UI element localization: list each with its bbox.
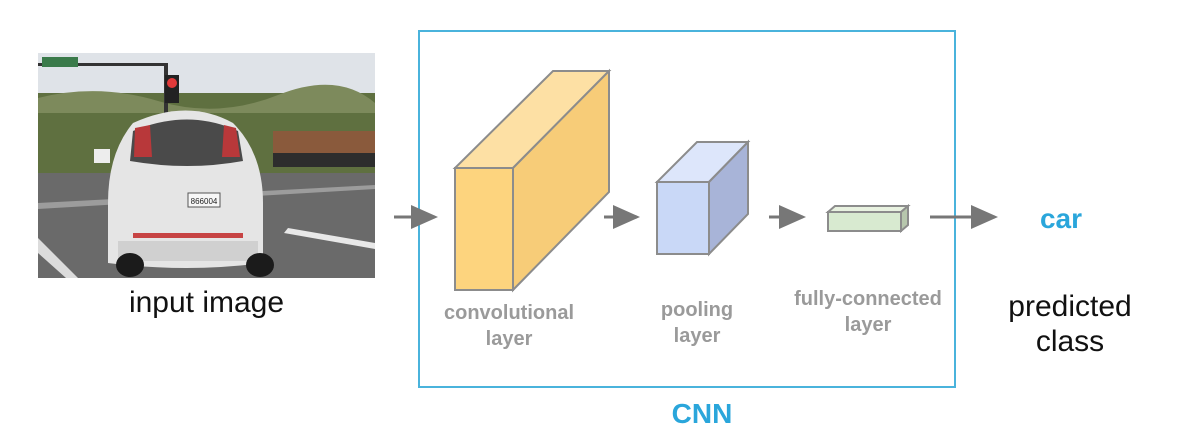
input-image: 866004 <box>38 53 375 278</box>
fc-layer-label-line2: layer <box>844 314 892 336</box>
license-plate-text: 866004 <box>191 197 218 206</box>
output-class-value: car <box>1039 203 1083 234</box>
conv-layer-label-line2: layer <box>485 328 533 350</box>
pooling-layer-label-line2: layer <box>673 325 721 347</box>
output-class-label-line2: class <box>1035 325 1105 359</box>
conv-layer-label-line1: convolutional <box>444 302 574 324</box>
cnn-title: CNN <box>671 398 733 429</box>
output-class-label-line1: predicted <box>1008 290 1132 323</box>
car-photo: 866004 <box>38 53 375 278</box>
fc-layer-label-line1: fully-connected <box>794 288 942 310</box>
output-class-label: predicted class <box>982 289 1158 360</box>
pooling-layer-label-line1: pooling <box>660 299 734 321</box>
fc-layer-block <box>825 203 911 234</box>
conv-layer-block <box>452 68 612 293</box>
fc-layer-label: fully-connected layer <box>772 286 964 338</box>
pooling-layer-block <box>654 139 751 257</box>
input-image-label: input image <box>128 286 285 319</box>
conv-layer-label: convolutional layer <box>412 300 606 352</box>
pooling-layer-label: pooling layer <box>635 297 759 349</box>
